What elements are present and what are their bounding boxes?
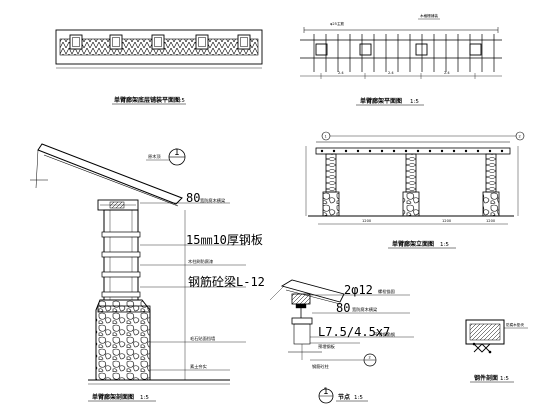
pergola-plan-scale: 1:5 [410, 99, 419, 105]
pergola-plan-title: 单臂廊架平面图 [360, 97, 402, 105]
detail-marker: 2 [369, 356, 371, 360]
detail-a80-note: 宽防腐木横梁 [352, 306, 378, 313]
elev-marker-2: 2 [519, 135, 521, 139]
elevation-rafter-ends [320, 149, 504, 153]
section-mid-note: 木柱刷防腐漆 [188, 258, 213, 265]
plan-dim-3: 2.4 [444, 71, 450, 75]
steel-detail-view: 防腐木垫块 钢件剖面 1:5 [465, 319, 528, 383]
paving-plan-view: 单臂廊架底层铺装平面图 1:5 [55, 29, 263, 105]
paving-plan-scale: 1:5 [176, 98, 185, 104]
steel-detail-title: 钢件剖面 [474, 374, 498, 382]
detail-a2: 2φ12 [344, 283, 373, 297]
elev-marker-1: 1 [325, 135, 327, 139]
detail-a80: 80 [336, 301, 350, 315]
paving-plan-title: 单臂廊架底层铺装平面图 [114, 96, 180, 104]
plan-rafters [313, 34, 495, 72]
elev-dim-2: 1200 [442, 219, 452, 223]
section-scale: 1:5 [140, 395, 149, 401]
section-top-note: 原木顶 [148, 153, 161, 160]
section-a80-note: 宽防腐木横梁 [200, 197, 226, 204]
elev-dim-3: 1200 [486, 219, 496, 223]
elevation-title: 单臂廊架立面图 [392, 240, 434, 248]
plan-dim-2: 2.4 [388, 71, 394, 75]
elev-dim-1: 1200 [362, 219, 372, 223]
plan-label-2: 木格栅铺装 [420, 13, 438, 18]
section-view: 1 原木顶 80 宽防腐木横梁 15㎜10厚钢板 木柱刷防腐漆 钢筋砼梁L-12… [30, 143, 265, 402]
detail-callout-num: 1 [323, 387, 328, 397]
detail-scale: 1:5 [354, 395, 363, 401]
pergola-plan-view: φ25主筋 木格栅铺装 2.4 2.4 2.4 单臂廊架平面图 1:5 [300, 13, 502, 106]
detail-l75-note: 不锈钢角钢 [374, 331, 395, 338]
steel-detail-scale: 1:5 [500, 376, 509, 382]
plan-dim-1: 2.4 [338, 71, 344, 75]
detail-l75: L7.5/4.5x7 [318, 325, 390, 339]
section-base-note: 毛石贴面挡墙 [190, 335, 215, 342]
section-a80: 80 [186, 191, 200, 205]
elevation-scale: 1:5 [440, 242, 449, 248]
steel-detail-label: 防腐木垫块 [506, 322, 524, 327]
section-ground-note: 素土夯实 [190, 363, 207, 370]
section-beam: 钢筋砼梁L-12 [188, 274, 265, 289]
joint-detail-view: 2φ12 螺栓锚固 80 宽防腐木横梁 L7.5/4.5x7 不锈钢角钢 预埋钢… [269, 279, 414, 404]
detail-a2-note: 螺栓锚固 [378, 288, 395, 295]
elevation-columns [322, 153, 500, 217]
elevation-view: 1 2 1200 1200 1200 单臂廊架立面图 1:5 [305, 131, 525, 249]
section-title: 单臂廊架剖面图 [92, 393, 134, 401]
detail-title: 节点 [338, 393, 350, 401]
detail-base-note: 钢筋砼柱 [312, 363, 330, 370]
section-a15: 15㎜10厚钢板 [186, 233, 263, 247]
detail-sub-note: 预埋钢板 [318, 343, 336, 350]
section-callout-num: 1 [174, 148, 179, 158]
plan-label-1: φ25主筋 [330, 21, 345, 26]
